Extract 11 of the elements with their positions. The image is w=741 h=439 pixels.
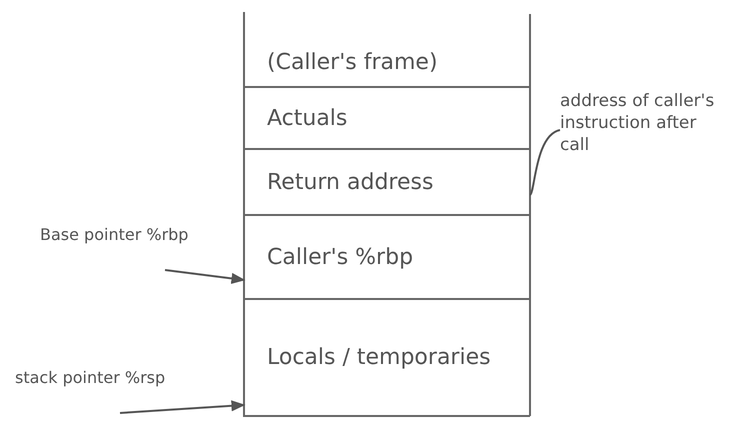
stack-slot: Locals / temporaries [245,300,530,415]
arrow [120,400,246,414]
pointer-label: stack pointer %rsp [15,368,180,413]
annotation-text: address of caller's instruction after call [560,90,725,200]
stack-slot: Caller's %rbp [245,216,530,300]
arrow [164,269,246,284]
stack-slot: Actuals [245,88,530,150]
pointer-label: Base pointer %rbp [40,225,225,270]
leader-line [529,129,560,196]
stack-slot: Return address [245,150,530,216]
stack-slot: (Caller's frame) [245,38,530,88]
